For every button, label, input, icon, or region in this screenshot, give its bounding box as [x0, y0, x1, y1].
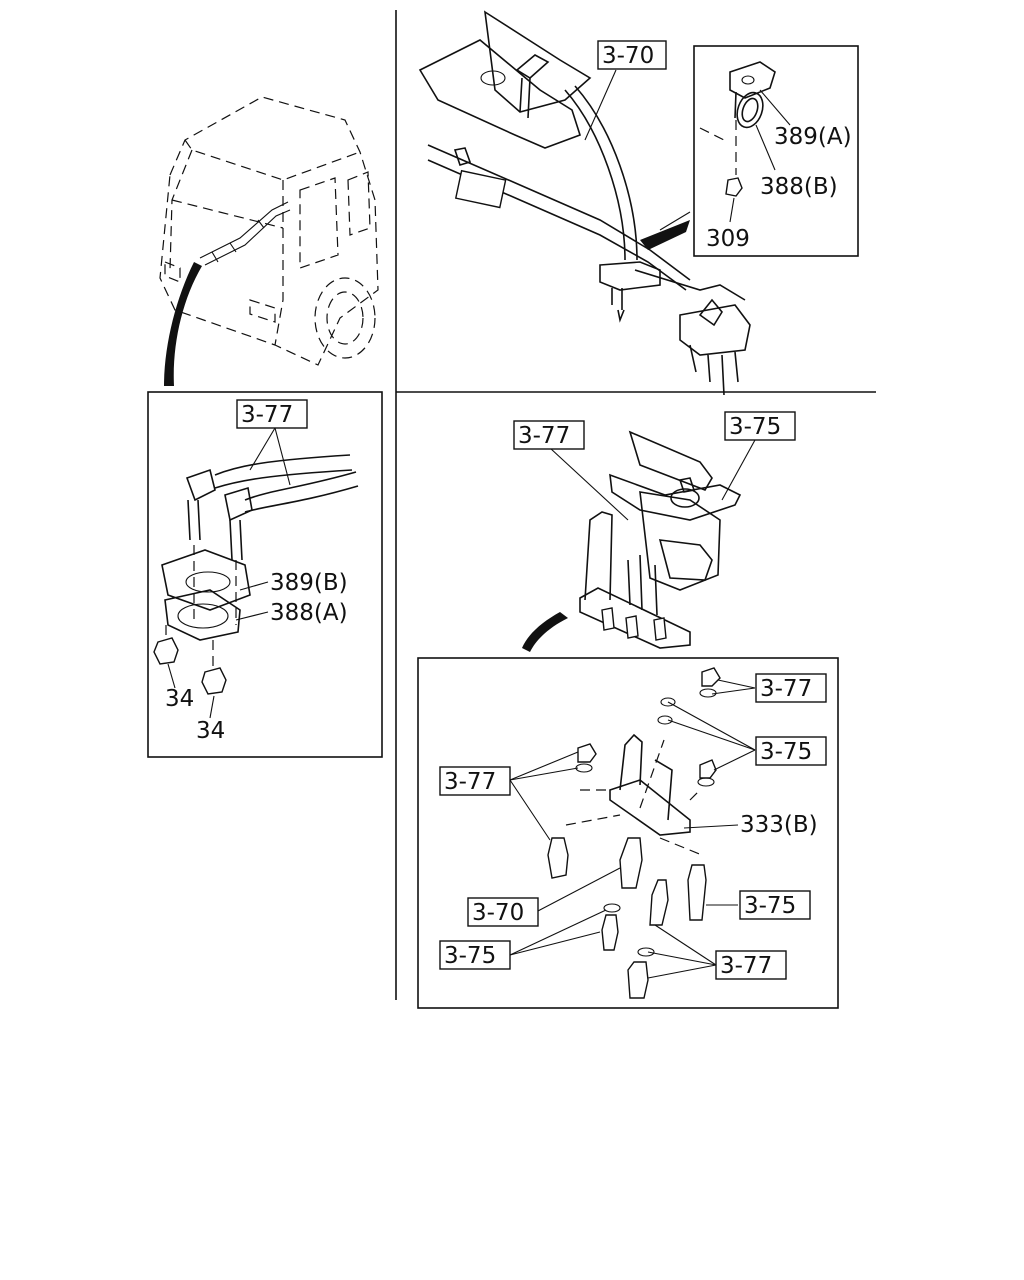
label-br-3-75-top: 3-75	[760, 739, 812, 765]
label-388b: 388(B)	[760, 174, 838, 200]
top-label-3-70: 3-70	[597, 40, 667, 70]
br-label-3-75-right: 3-75	[739, 890, 811, 920]
br-label-3-77-top: 3-77	[755, 673, 827, 703]
label-top-3-70: 3-70	[602, 43, 654, 69]
label-389b: 389(B)	[270, 570, 348, 596]
br-label-3-75-top: 3-75	[755, 736, 827, 766]
br-label-3-75-left: 3-75	[439, 940, 511, 970]
label-34-b: 34	[196, 718, 225, 744]
label-left-3-77: 3-77	[241, 402, 293, 428]
br-label-3-77-bottom: 3-77	[715, 950, 787, 980]
label-br-3-77-left: 3-77	[444, 769, 496, 795]
exploded-fittings-box	[417, 657, 839, 1009]
br-label-3-77-left: 3-77	[439, 766, 511, 796]
br-label-3-70: 3-70	[467, 897, 539, 927]
label-br-3-75-right: 3-75	[744, 893, 796, 919]
top-valve-assembly-illustration	[418, 10, 751, 396]
inset-389a-detail	[693, 45, 859, 257]
label-333b: 333(B)	[740, 812, 818, 838]
label-br-3-77-top: 3-77	[760, 676, 812, 702]
label-mid-3-77: 3-77	[518, 423, 570, 449]
label-389a: 389(A)	[774, 124, 852, 150]
label-br-3-77-bottom: 3-77	[720, 953, 772, 979]
mid-label-3-75: 3-75	[724, 411, 796, 441]
label-br-3-70: 3-70	[472, 900, 524, 926]
label-br-3-75-left: 3-75	[444, 943, 496, 969]
left-label-3-77: 3-77	[236, 399, 308, 429]
bracket-valve-assembly-illustration	[522, 430, 756, 652]
truck-cab-illustration	[159, 96, 379, 386]
mid-label-3-77: 3-77	[513, 420, 585, 450]
label-34-a: 34	[165, 686, 194, 712]
label-388a: 388(A)	[270, 600, 348, 626]
label-309: 309	[706, 226, 750, 252]
label-mid-3-75: 3-75	[729, 414, 781, 440]
left-detail-box	[147, 391, 383, 758]
panel-dividers	[395, 10, 876, 1000]
